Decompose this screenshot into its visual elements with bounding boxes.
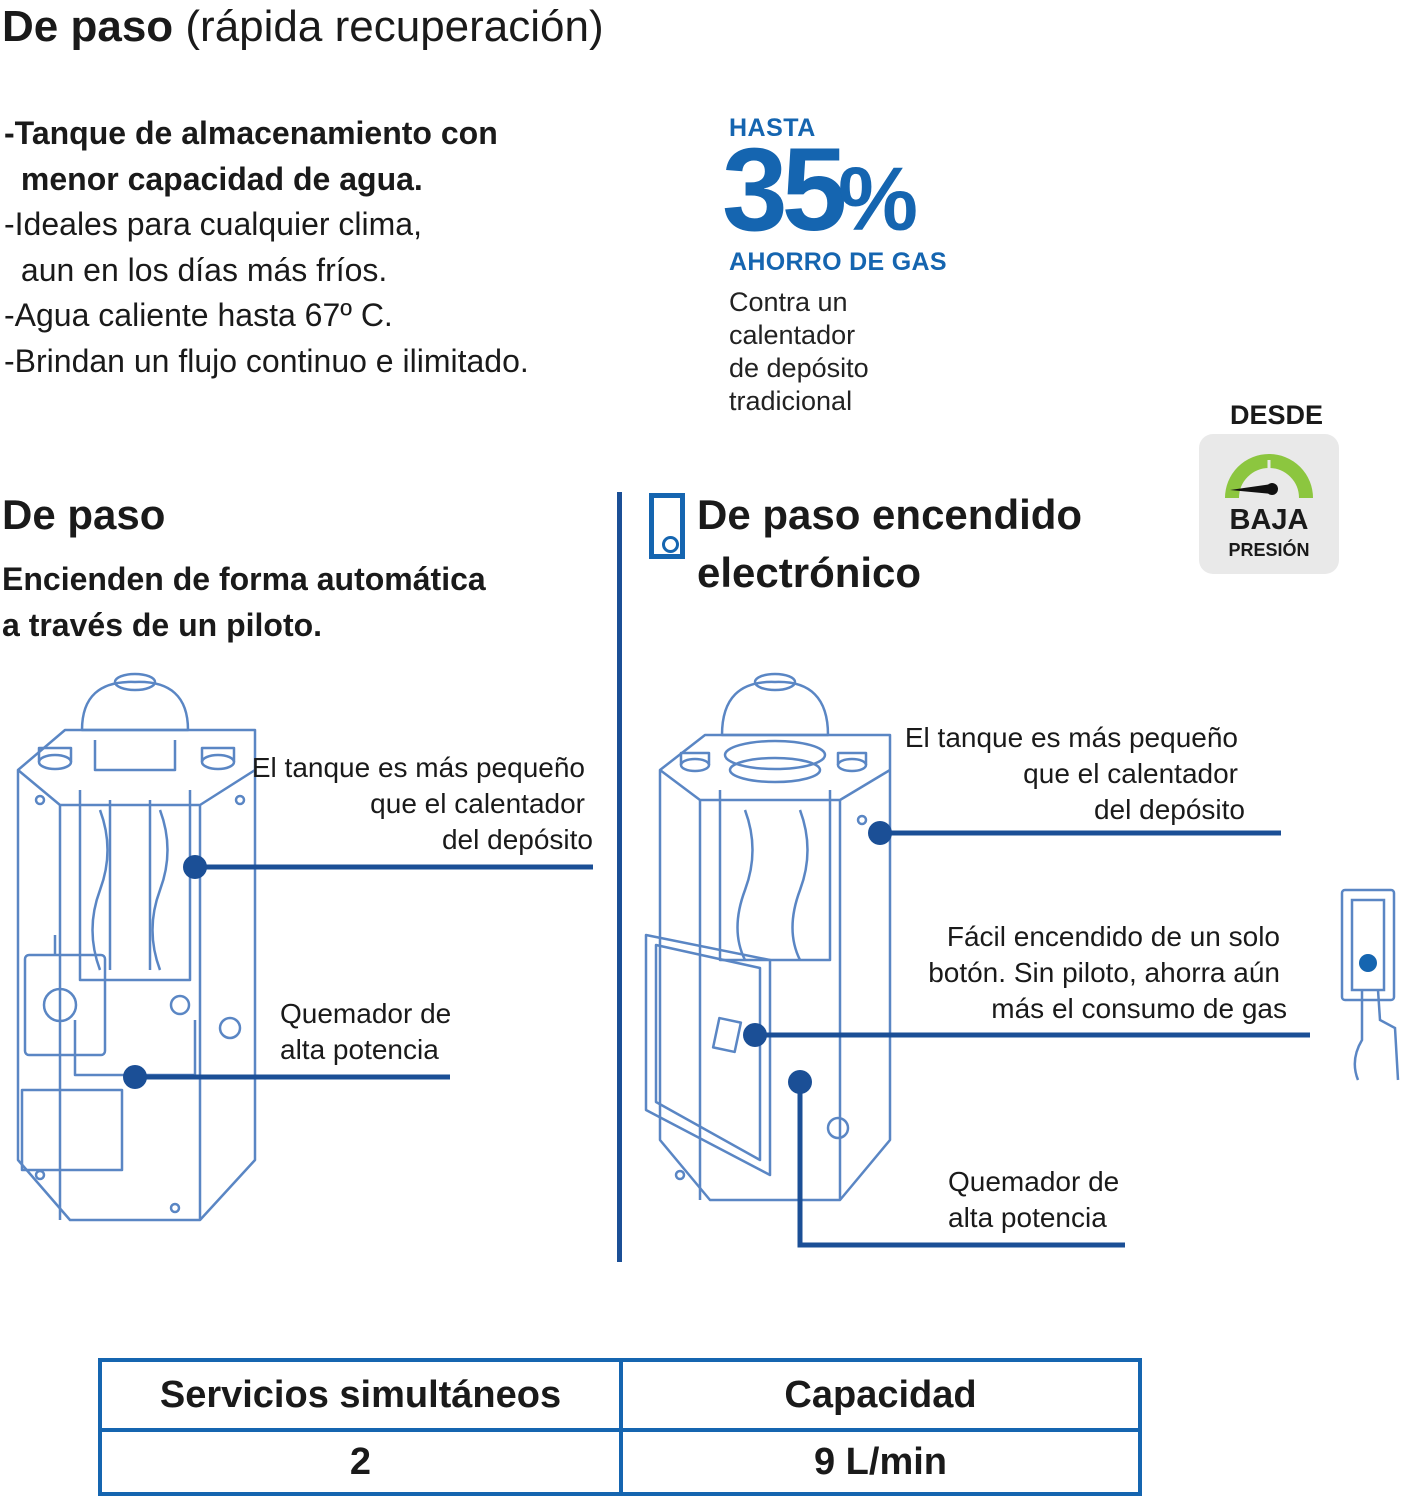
left-section-subtitle: a través de un piloto.	[2, 607, 323, 643]
promo-number: 35	[722, 124, 847, 256]
badge-sub-label: PRESIÓN	[1228, 540, 1310, 560]
pressure-gauge-icon	[1225, 454, 1313, 499]
page-title-regular: (rápida recuperación)	[185, 2, 604, 51]
table-header-capacity: Capacidad	[784, 1373, 977, 1416]
section-divider	[617, 492, 622, 1262]
promo-line: tradicional	[729, 386, 853, 416]
callout-line: Quemador de	[948, 1166, 1120, 1197]
table-divider	[102, 1428, 1138, 1432]
hand-button-icon	[1340, 888, 1400, 1081]
page-title-bold: De paso	[2, 2, 174, 51]
table-cell-services: 2	[349, 1440, 372, 1483]
spec-table: Servicios simultáneos Capacidad 2 9 L/mi…	[98, 1358, 1142, 1496]
promo-percent: %	[838, 150, 919, 250]
feature-line: -Tanque de almacenamiento con	[4, 115, 498, 151]
callout-line: alta potencia	[948, 1202, 1107, 1233]
callout-line: más el consumo de gas	[991, 993, 1287, 1024]
callout-line: alta potencia	[280, 1034, 439, 1065]
feature-line: -Brindan un flujo continuo e ilimitado.	[4, 343, 529, 379]
left-section-subtitle: Encienden de forma automática	[2, 561, 486, 597]
right-heater-drawing	[644, 672, 892, 1202]
low-pressure-badge: BAJA PRESIÓN	[1199, 434, 1339, 574]
callout-line: que el calentador	[1023, 758, 1238, 789]
promo-line: Contra un	[729, 287, 848, 317]
switch-icon	[649, 493, 685, 559]
callout-line: botón. Sin piloto, ahorra aún	[928, 957, 1280, 988]
promo-line: calentador	[729, 320, 856, 350]
table-divider	[619, 1362, 623, 1492]
feature-line: aun en los días más fríos.	[12, 252, 388, 288]
callout-line: Fácil encendido de un solo	[946, 921, 1280, 952]
page-title: De paso (rápida recuperación)	[2, 2, 604, 52]
callout-line: El tanque es más pequeño	[904, 722, 1238, 753]
left-heater-drawing	[16, 672, 257, 1222]
right-section-title: De paso encendido	[697, 491, 1083, 538]
callout-line: Quemador de	[280, 998, 452, 1029]
left-section-title: De paso	[2, 491, 166, 538]
table-header-services: Servicios simultáneos	[159, 1373, 562, 1416]
heaters-illustration	[16, 672, 1400, 1248]
callout-line: El tanque es más pequeño	[251, 752, 585, 783]
promo-label: AHORRO DE GAS	[729, 248, 947, 276]
right-section-title: electrónico	[697, 549, 922, 596]
promo-prefix: HASTA	[729, 114, 816, 142]
feature-line: -Agua caliente hasta 67º C.	[4, 297, 393, 333]
callout-line: del depósito	[1093, 794, 1245, 825]
feature-line: menor capacidad de agua.	[12, 161, 423, 197]
table-cell-capacity: 9 L/min	[813, 1440, 948, 1483]
badge-top-label: DESDE	[1230, 400, 1324, 430]
callout-line: que el calentador	[370, 788, 585, 819]
promo-line: de depósito	[729, 353, 869, 383]
callout-line: del depósito	[441, 824, 593, 855]
feature-line: -Ideales para cualquier clima,	[4, 206, 422, 242]
badge-main-label: BAJA	[1229, 504, 1309, 536]
